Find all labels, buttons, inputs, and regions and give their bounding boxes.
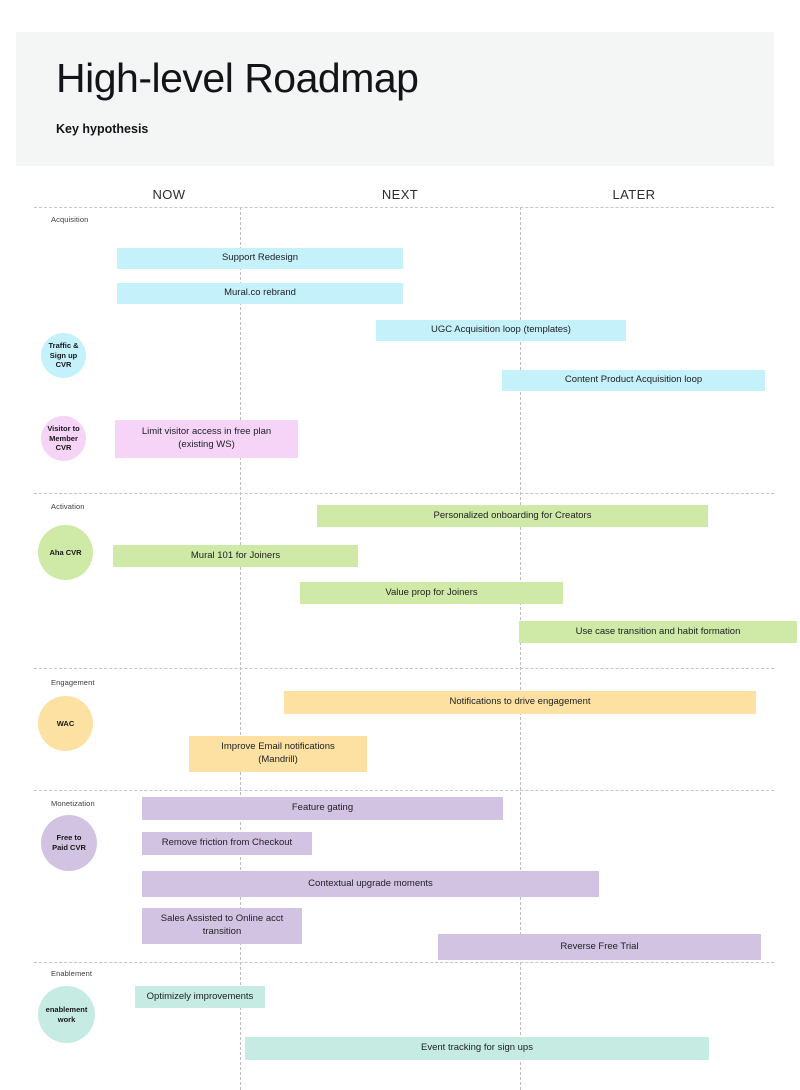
roadmap-bar[interactable]: Improve Email notifications(Mandrill) [189, 736, 367, 772]
roadmap-bar[interactable]: Notifications to drive engagement [284, 691, 756, 714]
metric-bubble[interactable]: Aha CVR [38, 525, 93, 580]
roadmap-bar[interactable]: Mural.co rebrand [117, 283, 403, 304]
lane-label-enablement: Enablement [51, 969, 93, 978]
roadmap-bar[interactable]: Remove friction from Checkout [142, 832, 312, 855]
roadmap-bar[interactable]: Personalized onboarding for Creators [317, 505, 708, 527]
lane-divider-enablement [34, 962, 774, 963]
roadmap-bar[interactable]: Event tracking for sign ups [245, 1037, 709, 1060]
lane-label-activation: Activation [51, 502, 85, 511]
lane-label-monetization: Monetization [51, 799, 95, 808]
lane-divider-engagement [34, 668, 774, 669]
page-title: High-level Roadmap [56, 55, 419, 101]
roadmap-bar[interactable]: Limit visitor access in free plan(existi… [115, 420, 298, 458]
roadmap-bar[interactable]: Contextual upgrade moments [142, 871, 599, 897]
lane-label-acquisition: Acquisition [51, 215, 89, 224]
roadmap-bar[interactable]: Use case transition and habit formation [519, 621, 797, 643]
column-divider-1 [240, 207, 241, 1090]
roadmap-bar[interactable]: Optimizely improvements [135, 986, 265, 1008]
roadmap-bar[interactable]: UGC Acquisition loop (templates) [376, 320, 626, 341]
lane-divider-monetization [34, 790, 774, 791]
roadmap-bar[interactable]: Content Product Acquisition loop [502, 370, 765, 391]
lane-label-engagement: Engagement [51, 678, 95, 687]
roadmap-bar[interactable]: Mural 101 for Joiners [113, 545, 358, 567]
timeline-column-header-now: NOW [152, 187, 186, 202]
timeline-column-header-next: NEXT [381, 187, 419, 202]
lane-divider-acquisition [34, 207, 774, 208]
metric-bubble[interactable]: WAC [38, 696, 93, 751]
roadmap-bar[interactable]: Value prop for Joiners [300, 582, 563, 604]
page-subtitle: Key hypothesis [56, 122, 149, 136]
column-divider-2 [520, 207, 521, 1090]
header-band [16, 32, 774, 166]
lane-divider-activation [34, 493, 774, 494]
roadmap-bar[interactable]: Support Redesign [117, 248, 403, 269]
roadmap-bar[interactable]: Feature gating [142, 797, 503, 820]
roadmap-bar[interactable]: Reverse Free Trial [438, 934, 761, 960]
timeline-column-header-later: LATER [612, 187, 656, 202]
